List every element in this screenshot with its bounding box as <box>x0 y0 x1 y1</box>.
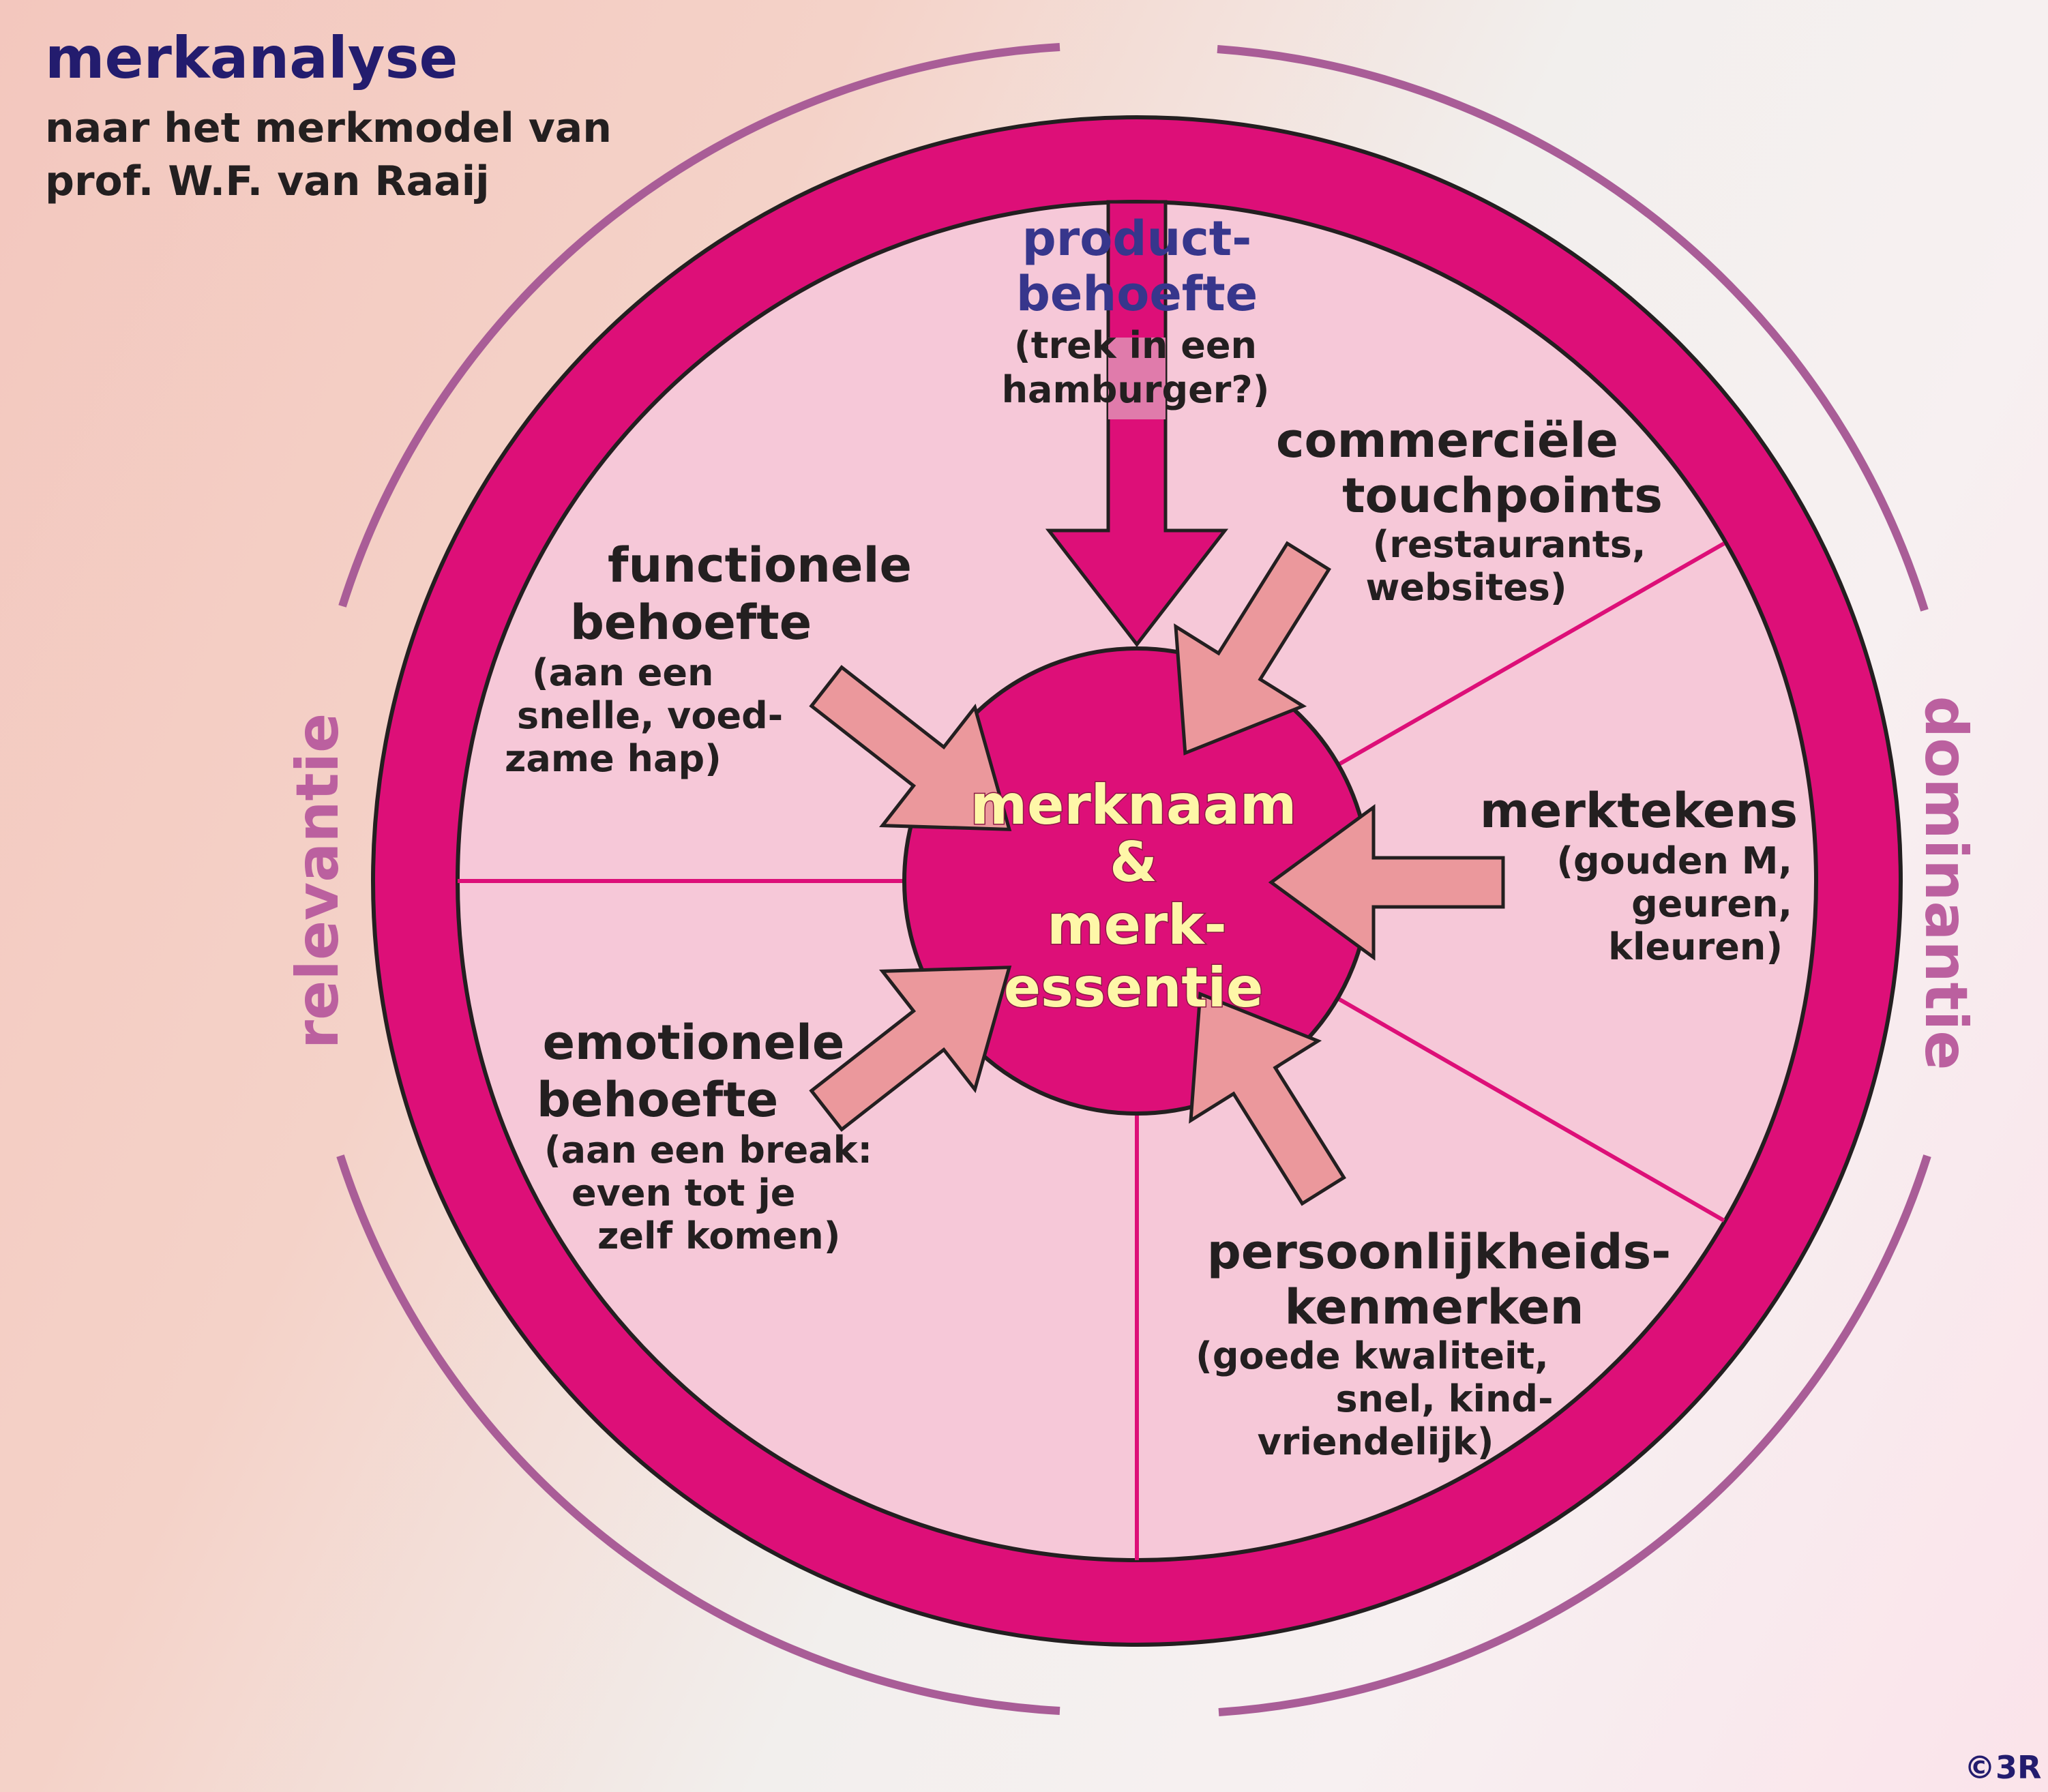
marks-sub-1: (gouden M, <box>1556 839 1792 882</box>
arrow-commercial <box>1174 541 1331 756</box>
arc-bottom-left <box>336 1154 1060 1715</box>
product-sub-2: hamburger?) <box>1002 368 1270 411</box>
emotional-sub-3: zelf komen) <box>597 1214 840 1257</box>
page-subtitle-line1: naar het merkmodel van <box>45 104 612 152</box>
product-arrow-highlight <box>1108 338 1166 419</box>
center-line-2: & <box>1110 831 1157 894</box>
segment-marks: merktekens (gouden M, geuren, kleuren) <box>1480 783 1798 968</box>
center-line-1: merknaam <box>970 773 1297 837</box>
commercial-sub-1: (restaurants, <box>1373 523 1646 566</box>
center-label: merknaam & merk- essentie <box>969 773 1298 1021</box>
segment-dividers <box>458 541 1725 1560</box>
emotional-title-1: emotionele <box>543 1015 845 1071</box>
functional-sub-2: snelle, voed- <box>517 694 783 737</box>
commercial-title-1: commerciële <box>1276 413 1618 468</box>
side-label-dominance: dominantie <box>1912 696 1980 1070</box>
segment-product: product- behoefte (trek in een hamburger… <box>1002 211 1270 411</box>
marks-title-1: merktekens <box>1480 783 1798 839</box>
functional-title-1: functionele <box>608 537 912 593</box>
center-line-4: essentie <box>1004 956 1264 1019</box>
arc-bottom-right <box>1218 1154 1931 1716</box>
outer-arcs <box>336 43 1931 1716</box>
functional-title-2: behoefte <box>570 595 812 651</box>
arc-top-right <box>1217 45 1929 612</box>
commercial-sub-2: websites) <box>1365 566 1567 609</box>
emotional-sub-2: even tot je <box>572 1171 795 1214</box>
commercial-title-2: touchpoints <box>1342 468 1663 524</box>
divider-upper-right <box>1337 541 1725 766</box>
product-title-2: behoefte <box>1016 266 1258 322</box>
emotional-title-2: behoefte <box>537 1072 778 1128</box>
personality-sub-2: snel, kind- <box>1336 1377 1554 1420</box>
arrow-functional <box>809 665 1012 831</box>
arrow-emotional <box>809 966 1012 1132</box>
page-title: merkanalyse <box>45 25 458 91</box>
copyright-mark: ©3R <box>1964 1749 2041 1786</box>
product-sub-1: (trek in een <box>1014 324 1257 367</box>
segment-commercial: commerciële touchpoints (restaurants, we… <box>1276 413 1663 609</box>
functional-sub-1: (aan een <box>532 651 714 694</box>
divider-lower-right <box>1337 997 1725 1223</box>
personality-title-2: kenmerken <box>1285 1279 1584 1335</box>
marks-sub-2: geuren, <box>1631 882 1792 925</box>
product-title-1: product- <box>1022 211 1252 267</box>
marks-sub-3: kleuren) <box>1608 925 1783 968</box>
emotional-sub-1: (aan een break: <box>544 1129 872 1171</box>
segment-emotional: emotionele behoefte (aan een break: even… <box>537 1015 872 1257</box>
personality-sub-1: (goede kwaliteit, <box>1196 1334 1549 1377</box>
side-label-relevance: relevantie <box>284 713 352 1049</box>
functional-sub-3: zame hap) <box>505 737 722 780</box>
arrow-marks <box>1268 804 1505 961</box>
inward-arrows <box>809 541 1505 1206</box>
personality-sub-3: vriendelijk) <box>1258 1420 1494 1463</box>
page-subtitle-line2: prof. W.F. van Raaij <box>45 158 490 205</box>
segment-functional: functionele behoefte (aan een snelle, vo… <box>505 537 912 780</box>
product-arrow <box>1045 200 1229 648</box>
center-line-3: merk- <box>1047 893 1226 957</box>
arc-top-left <box>338 43 1060 608</box>
segment-personality: persoonlijkheids- kenmerken (goede kwali… <box>1196 1224 1671 1463</box>
personality-title-1: persoonlijkheids- <box>1207 1224 1671 1280</box>
arrow-personality <box>1189 991 1346 1206</box>
